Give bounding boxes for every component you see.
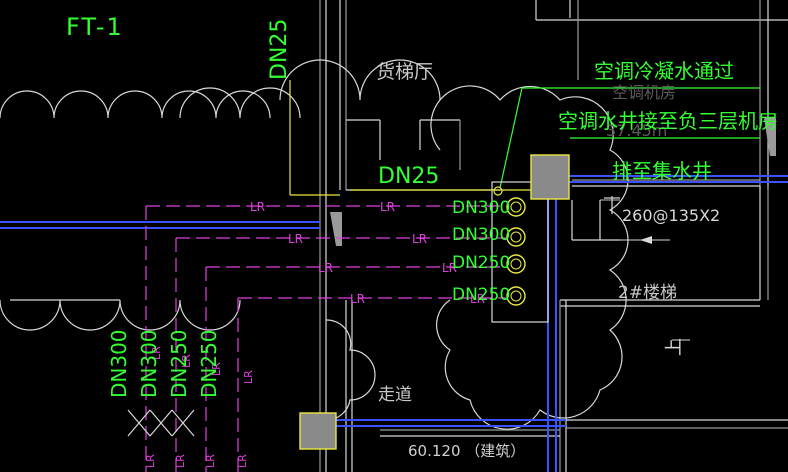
- revision-cloud: [325, 319, 376, 421]
- riser-size-label: DN250: [197, 329, 221, 398]
- dn25-vertical-label: DN25: [267, 19, 292, 80]
- annotation-leader: [499, 87, 523, 189]
- lr-label: LR: [318, 261, 333, 275]
- lr-label: LR: [204, 454, 217, 468]
- revision-cloud: [430, 85, 629, 430]
- drain-box: [299, 412, 337, 450]
- lr-label: LR: [288, 232, 303, 246]
- shaft-size-label: DN250: [452, 253, 510, 273]
- riser-pipe-icon: [506, 254, 526, 274]
- cross-mark: [149, 409, 173, 437]
- pipes-layer: [0, 80, 788, 472]
- lr-label: LR: [380, 200, 395, 214]
- annotation-line-2: 空调水井接至负三层机房: [558, 109, 778, 133]
- riser-size-label: DN300: [107, 329, 131, 398]
- corridor-label: 走道: [378, 385, 412, 405]
- lr-label: LR: [470, 292, 485, 306]
- background-room-label: 空调机房: [612, 83, 676, 102]
- cross-mark: [171, 409, 195, 437]
- water-well-box: [530, 154, 570, 200]
- riser-pipe-icon: [510, 231, 522, 243]
- shaft-size-label: DN300: [452, 198, 510, 218]
- lr-label: LR: [250, 200, 265, 214]
- lr-label: LR: [180, 354, 193, 368]
- riser-pipe-icon: [506, 286, 526, 306]
- lr-label: LR: [412, 232, 427, 246]
- riser-pipe-icon: [506, 197, 526, 217]
- revision-cloud: [279, 59, 441, 101]
- elevation-label: 60.120 （建筑）: [408, 442, 525, 460]
- dn25-horizontal-label: DN25: [378, 164, 439, 189]
- stair-arrow-icon: [640, 236, 652, 244]
- cross-mark: [127, 409, 151, 437]
- riser-pipe-icon: [493, 186, 503, 196]
- riser-size-label: DN250: [167, 329, 191, 398]
- column-shape: [330, 212, 342, 246]
- revision-cloud: [179, 87, 301, 119]
- shaft-size-label: DN300: [452, 225, 510, 245]
- shaft-outline: [491, 181, 549, 323]
- riser-size-label: DN300: [137, 329, 161, 398]
- column-shape: [764, 118, 776, 156]
- riser-pipe-icon: [510, 290, 522, 302]
- lr-label: LR: [442, 261, 457, 275]
- lr-label: LR: [236, 454, 249, 468]
- stair-up-mark: 上: [664, 338, 685, 356]
- equipment-layer: [299, 154, 570, 450]
- lr-label: LR: [144, 454, 157, 468]
- background-elevation-label: 37.45m: [606, 121, 667, 140]
- revision-cloud: [0, 299, 241, 331]
- riser-pipe-icon: [510, 258, 522, 270]
- grid-tag-label: FT-1: [66, 13, 124, 41]
- annotation-line-3: 排至集水井: [612, 159, 712, 183]
- revision-cloud: [0, 90, 271, 119]
- stair-spec-label: 260@135X2: [622, 206, 720, 225]
- shaft-size-label: DN250: [452, 285, 510, 305]
- riser-pipe-icon: [510, 201, 522, 213]
- stair-room-label: 2#楼梯: [618, 283, 677, 303]
- room-freight-elevator-hall-label: 货梯厅: [376, 61, 433, 83]
- lr-label: LR: [174, 454, 187, 468]
- riser-pipe-icon: [506, 227, 526, 247]
- lr-label: LR: [210, 362, 223, 376]
- annotation-line-1: 空调冷凝水通过: [594, 59, 734, 83]
- lr-label: LR: [350, 292, 365, 306]
- lr-label: LR: [150, 346, 163, 360]
- revision-clouds-layer: [0, 59, 629, 430]
- lr-label: LR: [242, 370, 255, 384]
